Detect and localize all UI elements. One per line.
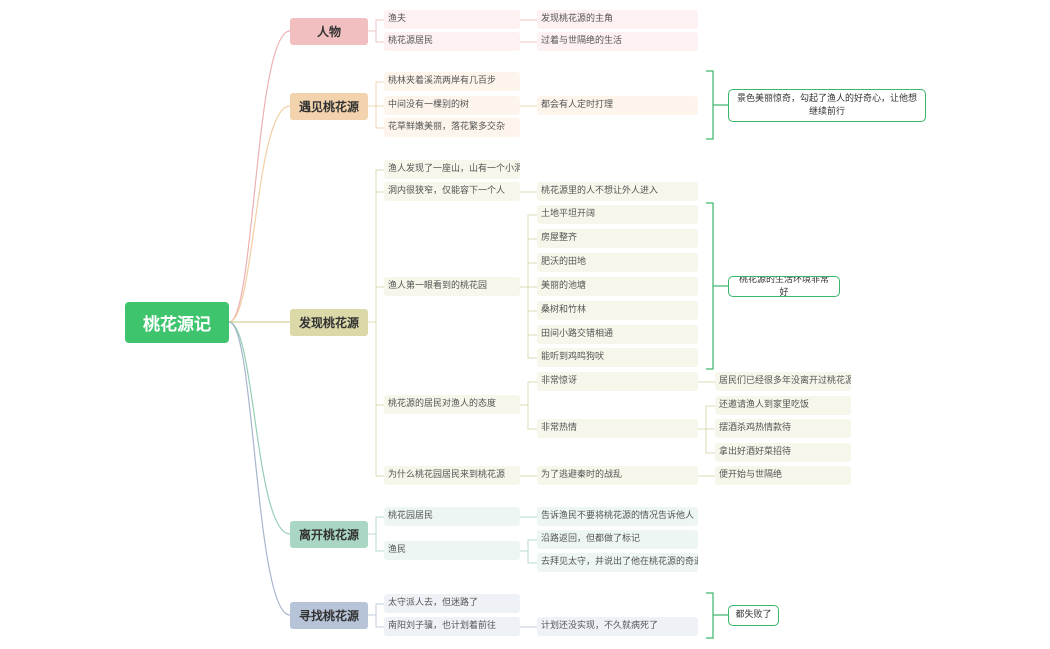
section-leave[interactable]: 离开桃花源 xyxy=(290,521,368,548)
node-enthusiastic[interactable]: 非常热情 xyxy=(537,419,698,438)
node-first-sight[interactable]: 渔人第一眼看到的桃花园 xyxy=(384,277,520,296)
node-maintained[interactable]: 都会有人定时打理 xyxy=(537,96,698,115)
section-search[interactable]: 寻找桃花源 xyxy=(290,602,368,629)
node-dont-tell[interactable]: 告诉渔民不要将桃花源的情况告诉他人 xyxy=(537,507,698,526)
node-roosters-dogs[interactable]: 能听到鸡鸣狗吠 xyxy=(537,348,698,367)
link-root-encounter xyxy=(228,105,291,323)
node-flowers[interactable]: 花草鲜嫩美丽，落花繁多交杂 xyxy=(384,118,520,137)
node-mountain-cave[interactable]: 渔人发现了一座山，山有一个小洞 xyxy=(384,160,520,179)
node-attitude[interactable]: 桃花源的居民对渔人的态度 xyxy=(384,395,520,414)
link-root-characters xyxy=(228,30,291,323)
node-neat-houses[interactable]: 房屋整齐 xyxy=(537,229,698,248)
node-never-left[interactable]: 居民们已经很多年没离开过桃花源 xyxy=(715,372,851,391)
root-title[interactable]: 桃花源记 xyxy=(125,302,229,343)
node-peach-forest[interactable]: 桃林夹着溪流两岸有几百步 xyxy=(384,72,520,91)
node-feast[interactable]: 摆酒杀鸡热情款待 xyxy=(715,419,851,438)
summary-search[interactable]: 都失败了 xyxy=(728,605,779,626)
summary-encounter[interactable]: 景色美丽惊奇，勾起了渔人的好奇心，让他想继续前行 xyxy=(728,89,926,122)
node-invite-dinner[interactable]: 还邀请渔人到家里吃饭 xyxy=(715,396,851,415)
node-no-outsiders[interactable]: 桃花源里的人不想让外人进入 xyxy=(537,182,698,201)
node-flat-land[interactable]: 土地平坦开阔 xyxy=(537,205,698,224)
link-root-search xyxy=(228,321,291,616)
node-prefect-lost[interactable]: 太守派人去，但迷路了 xyxy=(384,594,520,613)
node-good-wine[interactable]: 拿出好酒好菜招待 xyxy=(715,443,851,462)
node-escape-war[interactable]: 为了逃避秦时的战乱 xyxy=(537,466,698,485)
bracket-search xyxy=(706,592,714,639)
node-fisherman-desc[interactable]: 发现桃花源的主角 xyxy=(537,10,698,29)
node-residents-desc[interactable]: 过着与世隔绝的生活 xyxy=(537,32,698,51)
node-liu-ziji[interactable]: 南阳刘子骥，也计划着前往 xyxy=(384,617,520,636)
node-mulberry-bamboo[interactable]: 桑树和竹林 xyxy=(537,301,698,320)
node-no-other-trees[interactable]: 中间没有一棵别的树 xyxy=(384,96,520,115)
node-fisherman[interactable]: 渔夫 xyxy=(384,10,520,29)
node-narrow-cave[interactable]: 洞内很狭窄，仅能容下一个人 xyxy=(384,182,520,201)
bracket-discover xyxy=(706,202,714,370)
node-fertile-fields[interactable]: 肥沃的田地 xyxy=(537,253,698,272)
section-encounter[interactable]: 遇见桃花源 xyxy=(290,93,368,120)
node-leave-fisherman[interactable]: 渔民 xyxy=(384,541,520,560)
bracket-encounter xyxy=(706,70,714,140)
node-leave-residents[interactable]: 桃花园居民 xyxy=(384,507,520,526)
summary-discover[interactable]: 桃花源的生活环境非常好 xyxy=(728,276,840,297)
node-died[interactable]: 计划还没实现，不久就病死了 xyxy=(537,617,698,636)
section-discover[interactable]: 发现桃花源 xyxy=(290,309,368,336)
section-characters[interactable]: 人物 xyxy=(290,18,368,45)
node-told-prefect[interactable]: 去拜见太守，并说出了他在桃花源的奇遇 xyxy=(537,553,698,572)
node-marked-path[interactable]: 沿路返回，但都做了标记 xyxy=(537,530,698,549)
node-isolated[interactable]: 便开始与世隔绝 xyxy=(715,466,851,485)
node-surprised[interactable]: 非常惊讶 xyxy=(537,372,698,391)
node-ponds[interactable]: 美丽的池塘 xyxy=(537,277,698,296)
link-root-leave xyxy=(228,321,291,535)
node-field-paths[interactable]: 田间小路交错相通 xyxy=(537,325,698,344)
node-residents[interactable]: 桃花源居民 xyxy=(384,32,520,51)
node-why-came[interactable]: 为什么桃花园居民来到桃花源 xyxy=(384,466,520,485)
